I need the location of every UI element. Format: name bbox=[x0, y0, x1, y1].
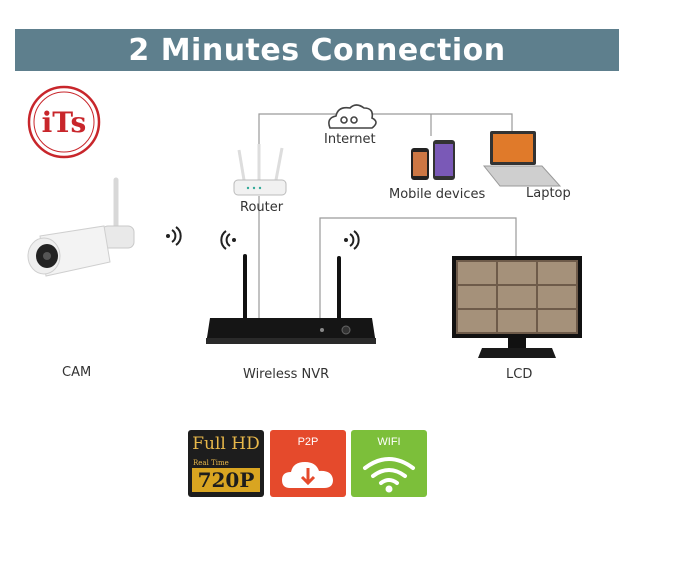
camera-icon bbox=[28, 180, 134, 276]
real-time-text: Real Time bbox=[193, 459, 229, 467]
wifi-badge: WIFI bbox=[351, 430, 427, 497]
full-hd-text: Full HD bbox=[188, 434, 264, 454]
wifi-icon bbox=[351, 450, 427, 496]
wireless-nvr-label: Wireless NVR bbox=[243, 367, 329, 382]
cam-wifi-signal-icon bbox=[166, 227, 181, 245]
router-icon bbox=[234, 144, 286, 195]
lcd-label: LCD bbox=[506, 367, 532, 382]
p2p-badge: P2P bbox=[270, 430, 346, 497]
full-hd-badge: Full HD Real Time 720P bbox=[188, 430, 264, 497]
wifi-text: WIFI bbox=[351, 436, 427, 448]
router-label: Router bbox=[240, 200, 283, 215]
cloud-download-icon bbox=[270, 450, 346, 496]
logo-text: iTs bbox=[42, 106, 87, 139]
internet-label: Internet bbox=[324, 132, 376, 147]
mobile-devices-icon bbox=[411, 140, 455, 180]
mobile-devices-label: Mobile devices bbox=[389, 187, 485, 202]
laptop-label: Laptop bbox=[526, 186, 571, 201]
cam-label: CAM bbox=[62, 365, 91, 380]
its-logo: iTs bbox=[29, 87, 99, 157]
resolution-text: 720P bbox=[192, 468, 260, 492]
wireless-nvr-icon bbox=[206, 256, 376, 344]
laptop-icon bbox=[484, 131, 560, 186]
cloud-icon bbox=[329, 105, 376, 128]
wifi-signal-icons bbox=[166, 227, 359, 249]
lcd-monitor-icon bbox=[452, 256, 582, 358]
nvr-wifi-signal-icon bbox=[344, 231, 359, 249]
p2p-text: P2P bbox=[270, 436, 346, 448]
router-wifi-signal-icon bbox=[221, 231, 236, 249]
